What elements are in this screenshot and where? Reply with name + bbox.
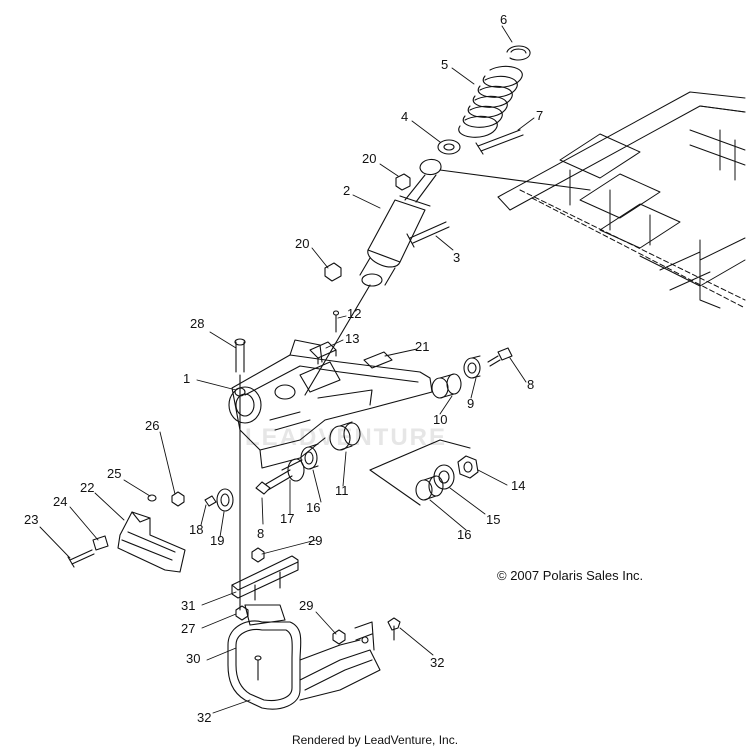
callout-30: 30 (186, 651, 200, 666)
bolt-23-part (67, 549, 95, 568)
bracket-13-part (309, 341, 337, 365)
nut-29-upper-part (251, 547, 265, 563)
spring-part (458, 65, 523, 138)
callout-18: 18 (189, 522, 203, 537)
spring-retainer-part (506, 45, 531, 61)
callout-29-lower: 29 (299, 598, 313, 613)
callout-32-left: 32 (197, 710, 211, 725)
callout-20-lower: 20 (295, 236, 309, 251)
washer-15-part (433, 464, 455, 490)
nut-20-lower-part (324, 262, 342, 282)
bushing-24-part (92, 535, 109, 551)
callout-28: 28 (190, 316, 204, 331)
callout-4: 4 (401, 109, 408, 124)
bumper-30-part (227, 604, 381, 710)
bushing-10-part (431, 373, 462, 399)
callout-27: 27 (181, 621, 195, 636)
leader-line (304, 284, 371, 396)
bushing-17-part (281, 459, 303, 471)
nut-26-part (171, 491, 185, 507)
callout-14: 14 (511, 478, 525, 493)
callout-8-right: 8 (527, 377, 534, 392)
callout-16-right: 16 (457, 527, 471, 542)
pivot-bolt-8-left-part (255, 458, 305, 495)
callout-25: 25 (107, 466, 121, 481)
callout-1: 1 (183, 371, 190, 386)
washer-25-part (147, 494, 157, 502)
leader-line (369, 439, 471, 506)
bolt-18-part (204, 495, 217, 507)
bolt-7-part (475, 129, 524, 155)
bracket-31-part (231, 555, 299, 601)
callout-5: 5 (441, 57, 448, 72)
bushing-11-part (329, 421, 361, 451)
washer-19-part (216, 488, 234, 512)
callout-32-right: 32 (430, 655, 444, 670)
rendered-by-footer: Rendered by LeadVenture, Inc. (291, 733, 459, 747)
screw-12-part (332, 310, 340, 333)
callout-10: 10 (433, 412, 447, 427)
callout-9: 9 (467, 396, 474, 411)
shock-absorber-part (359, 158, 442, 287)
callout-15: 15 (486, 512, 500, 527)
pivot-bolt-8-right-part (487, 347, 513, 367)
callout-16-left: 16 (306, 500, 320, 515)
callout-19: 19 (210, 533, 224, 548)
bearing-16-right-part (415, 475, 444, 501)
leader-line (439, 169, 591, 191)
callout-8-left: 8 (257, 526, 264, 541)
callout-11: 11 (335, 483, 349, 498)
callout-20-upper: 20 (362, 151, 376, 166)
bolt-3-part (406, 221, 450, 248)
callout-6: 6 (500, 12, 507, 27)
frame-assembly (497, 91, 746, 309)
decal-21-part (363, 351, 393, 369)
callout-31: 31 (181, 598, 195, 613)
bolt-28-part (234, 338, 246, 373)
nut-14-part (457, 455, 479, 479)
bearing-16-left-part (300, 443, 319, 470)
bearing-9-part (463, 355, 481, 379)
callout-7: 7 (536, 108, 543, 123)
nut-20-upper-part (395, 173, 411, 191)
callout-3: 3 (453, 250, 460, 265)
slider-22-part (117, 511, 186, 573)
callout-17: 17 (280, 511, 294, 526)
callout-26: 26 (145, 418, 159, 433)
nut-29-lower-part (332, 629, 346, 645)
spring-seat-part (437, 139, 461, 155)
bolt-32-part (387, 617, 401, 641)
callout-2: 2 (343, 183, 350, 198)
callout-22: 22 (80, 480, 94, 495)
callout-leaders (39, 25, 535, 714)
callout-23: 23 (24, 512, 38, 527)
callout-13: 13 (345, 331, 359, 346)
callout-24: 24 (53, 494, 67, 509)
callout-21: 21 (415, 339, 429, 354)
callout-29-upper: 29 (308, 533, 322, 548)
swing-arm-part (228, 339, 433, 469)
copyright-notice: © 2007 Polaris Sales Inc. (497, 568, 644, 583)
callout-12: 12 (347, 306, 361, 321)
